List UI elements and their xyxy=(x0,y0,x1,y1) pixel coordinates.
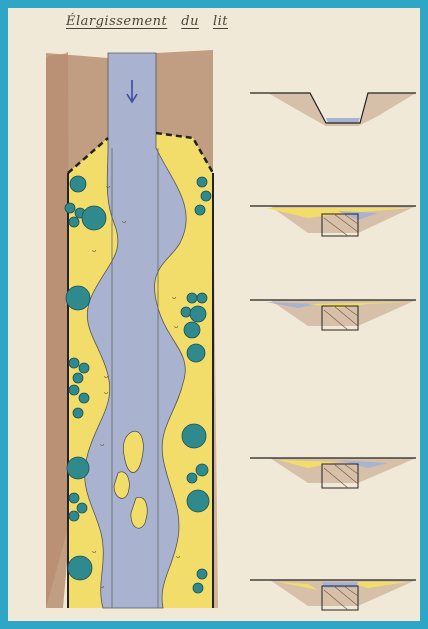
plan-view: ᴗᴗᴗ ᴗᴗᴗ ᴗᴗᴗ ᴗᴗ xyxy=(46,50,218,608)
svg-text:ᴗ: ᴗ xyxy=(176,552,180,560)
svg-text:ᴗ: ᴗ xyxy=(122,217,126,225)
svg-text:ᴗ: ᴗ xyxy=(92,246,96,254)
svg-text:ᴗ: ᴗ xyxy=(172,293,176,301)
cross-section-5 xyxy=(250,580,416,610)
svg-text:ᴗ: ᴗ xyxy=(100,582,104,590)
river-diagram: ᴗᴗᴗ ᴗᴗᴗ ᴗᴗᴗ ᴗᴗ xyxy=(8,8,420,621)
svg-text:ᴗ: ᴗ xyxy=(100,440,104,448)
svg-text:ᴗ: ᴗ xyxy=(92,547,96,555)
svg-text:ᴗ: ᴗ xyxy=(106,182,110,190)
cross-section-3 xyxy=(250,300,416,330)
cross-section-2 xyxy=(250,206,416,236)
cross-section-4 xyxy=(250,458,416,488)
svg-text:ᴗ: ᴗ xyxy=(174,322,178,330)
svg-text:ᴗ: ᴗ xyxy=(104,388,108,396)
svg-text:ᴗ: ᴗ xyxy=(104,372,108,380)
cross-section-1 xyxy=(250,93,416,126)
